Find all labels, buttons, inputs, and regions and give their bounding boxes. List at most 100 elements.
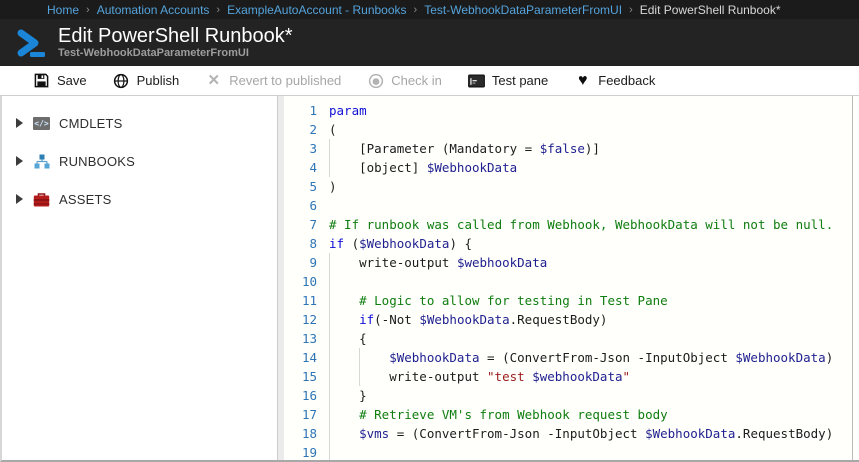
line-number: 1 [309, 103, 317, 118]
breadcrumb-separator: › [216, 3, 221, 16]
code-line[interactable]: 2( [284, 120, 859, 139]
check-in-label: Check in [391, 73, 442, 88]
line-number: 3 [309, 141, 317, 156]
indent-guide [329, 329, 359, 348]
line-number: 10 [301, 274, 317, 289]
breadcrumb-link-automation-accounts[interactable]: Automation Accounts [96, 2, 210, 17]
code-line[interactable]: 7# If runbook was called from Webhook, W… [284, 215, 859, 234]
code-line[interactable]: 19 [284, 443, 859, 460]
line-number: 5 [309, 179, 317, 194]
indent-guide [329, 424, 359, 443]
code-line[interactable]: 11# Logic to allow for testing in Test P… [284, 291, 859, 310]
heart-icon: ♥ [578, 71, 588, 89]
code-line[interactable]: 16} [284, 386, 859, 405]
line-number: 15 [301, 369, 317, 384]
sidebar-item-label: RUNBOOKS [59, 153, 136, 169]
breadcrumb-link-home[interactable]: Home [47, 2, 80, 17]
sidebar-item-assets[interactable]: ASSETS [2, 180, 277, 218]
save-icon [33, 72, 50, 89]
code-line[interactable]: 14$WebhookData = (ConvertFrom-Json -Inpu… [284, 348, 859, 367]
publish-button[interactable]: Publish [100, 66, 193, 95]
line-number: 11 [301, 293, 317, 308]
test-pane-label: Test pane [491, 73, 549, 88]
sidebar-item-cmdlets[interactable]: </> CMDLETS [2, 104, 277, 142]
expander-triangle-icon[interactable] [16, 194, 23, 204]
sidebar-item-runbooks[interactable]: RUNBOOKS [2, 142, 277, 180]
breadcrumb-separator: › [629, 3, 633, 16]
breadcrumb-separator: › [86, 3, 90, 16]
indent-guide [359, 367, 389, 386]
revert-to-published-button[interactable]: ✕ Revert to published [192, 66, 354, 95]
breadcrumb-link-runbook-name[interactable]: Test-WebhookDataParameterFromUI [424, 2, 623, 17]
indent-guide [329, 272, 359, 291]
line-number: 16 [301, 388, 317, 403]
line-number: 12 [301, 312, 317, 327]
code-tag-icon: </> [33, 116, 50, 130]
line-number: 4 [309, 160, 317, 175]
breadcrumb-current: Edit PowerShell Runbook* [639, 2, 781, 17]
code-line[interactable]: 6 [284, 196, 859, 215]
line-number: 18 [301, 426, 317, 441]
code-line[interactable]: 3[Parameter (Mandatory = $false)] [284, 139, 859, 158]
indent-guide [359, 348, 389, 367]
line-number: 19 [301, 445, 317, 460]
test-pane-button[interactable]: Test pane [455, 66, 561, 95]
code-line[interactable]: 17# Retrieve VM's from Webhook request b… [284, 405, 859, 424]
line-number: 14 [301, 350, 317, 365]
org-chart-icon [33, 154, 50, 169]
indent-guide [329, 386, 359, 405]
indent-guide [329, 348, 359, 367]
breadcrumb-separator: › [413, 3, 418, 16]
page-subtitle: Test-WebhookDataParameterFromUI [58, 47, 249, 59]
code-line[interactable]: 13{ [284, 329, 859, 348]
toolbox-icon [33, 192, 50, 207]
indent-guide [329, 253, 359, 272]
expander-triangle-icon[interactable] [16, 156, 23, 166]
indent-guide [329, 139, 359, 158]
indent-guide [329, 158, 359, 177]
check-in-button[interactable]: Check in [354, 66, 455, 95]
library-sidebar: </> CMDLETS RUNBOOKS ASSETS [2, 96, 278, 460]
line-number: 6 [309, 198, 317, 213]
code-line[interactable]: 5) [284, 177, 859, 196]
revert-label: Revert to published [229, 73, 342, 88]
line-number: 2 [309, 122, 317, 137]
save-button[interactable]: Save [20, 66, 100, 95]
indent-guide [329, 405, 359, 424]
powershell-logo-icon [17, 29, 45, 57]
line-number: 9 [309, 255, 317, 270]
editor-scrollbar[interactable] [852, 96, 853, 460]
sidebar-item-label: ASSETS [59, 191, 112, 207]
globe-icon [113, 72, 130, 89]
breadcrumb: Home › Automation Accounts › ExampleAuto… [0, 0, 859, 19]
code-line[interactable]: 4[object] $WebhookData [284, 158, 859, 177]
line-number: 7 [309, 217, 317, 232]
expander-triangle-icon[interactable] [16, 118, 23, 128]
sidebar-item-label: CMDLETS [59, 115, 123, 131]
line-number: 13 [301, 331, 317, 346]
indent-guide [329, 367, 359, 386]
code-line[interactable]: 10 [284, 272, 859, 291]
x-icon: ✕ [207, 72, 221, 89]
page-header: Edit PowerShell Runbook* Test-WebhookDat… [0, 19, 859, 66]
feedback-label: Feedback [598, 73, 656, 88]
code-line[interactable]: 18$vms = (ConvertFrom-Json -InputObject … [284, 424, 859, 443]
sidebar-splitter[interactable] [278, 96, 284, 460]
line-number: 17 [301, 407, 317, 422]
page-title: Edit PowerShell Runbook* [58, 25, 293, 47]
command-toolbar: Save Publish ✕ Revert to published Check… [0, 66, 859, 96]
save-label: Save [57, 73, 87, 88]
indent-guide [329, 443, 359, 460]
feedback-button[interactable]: ♥ Feedback [561, 66, 668, 95]
line-number: 8 [309, 236, 317, 251]
console-window-icon [467, 72, 485, 89]
breadcrumb-link-runbooks[interactable]: ExampleAutoAccount - Runbooks [227, 2, 407, 17]
